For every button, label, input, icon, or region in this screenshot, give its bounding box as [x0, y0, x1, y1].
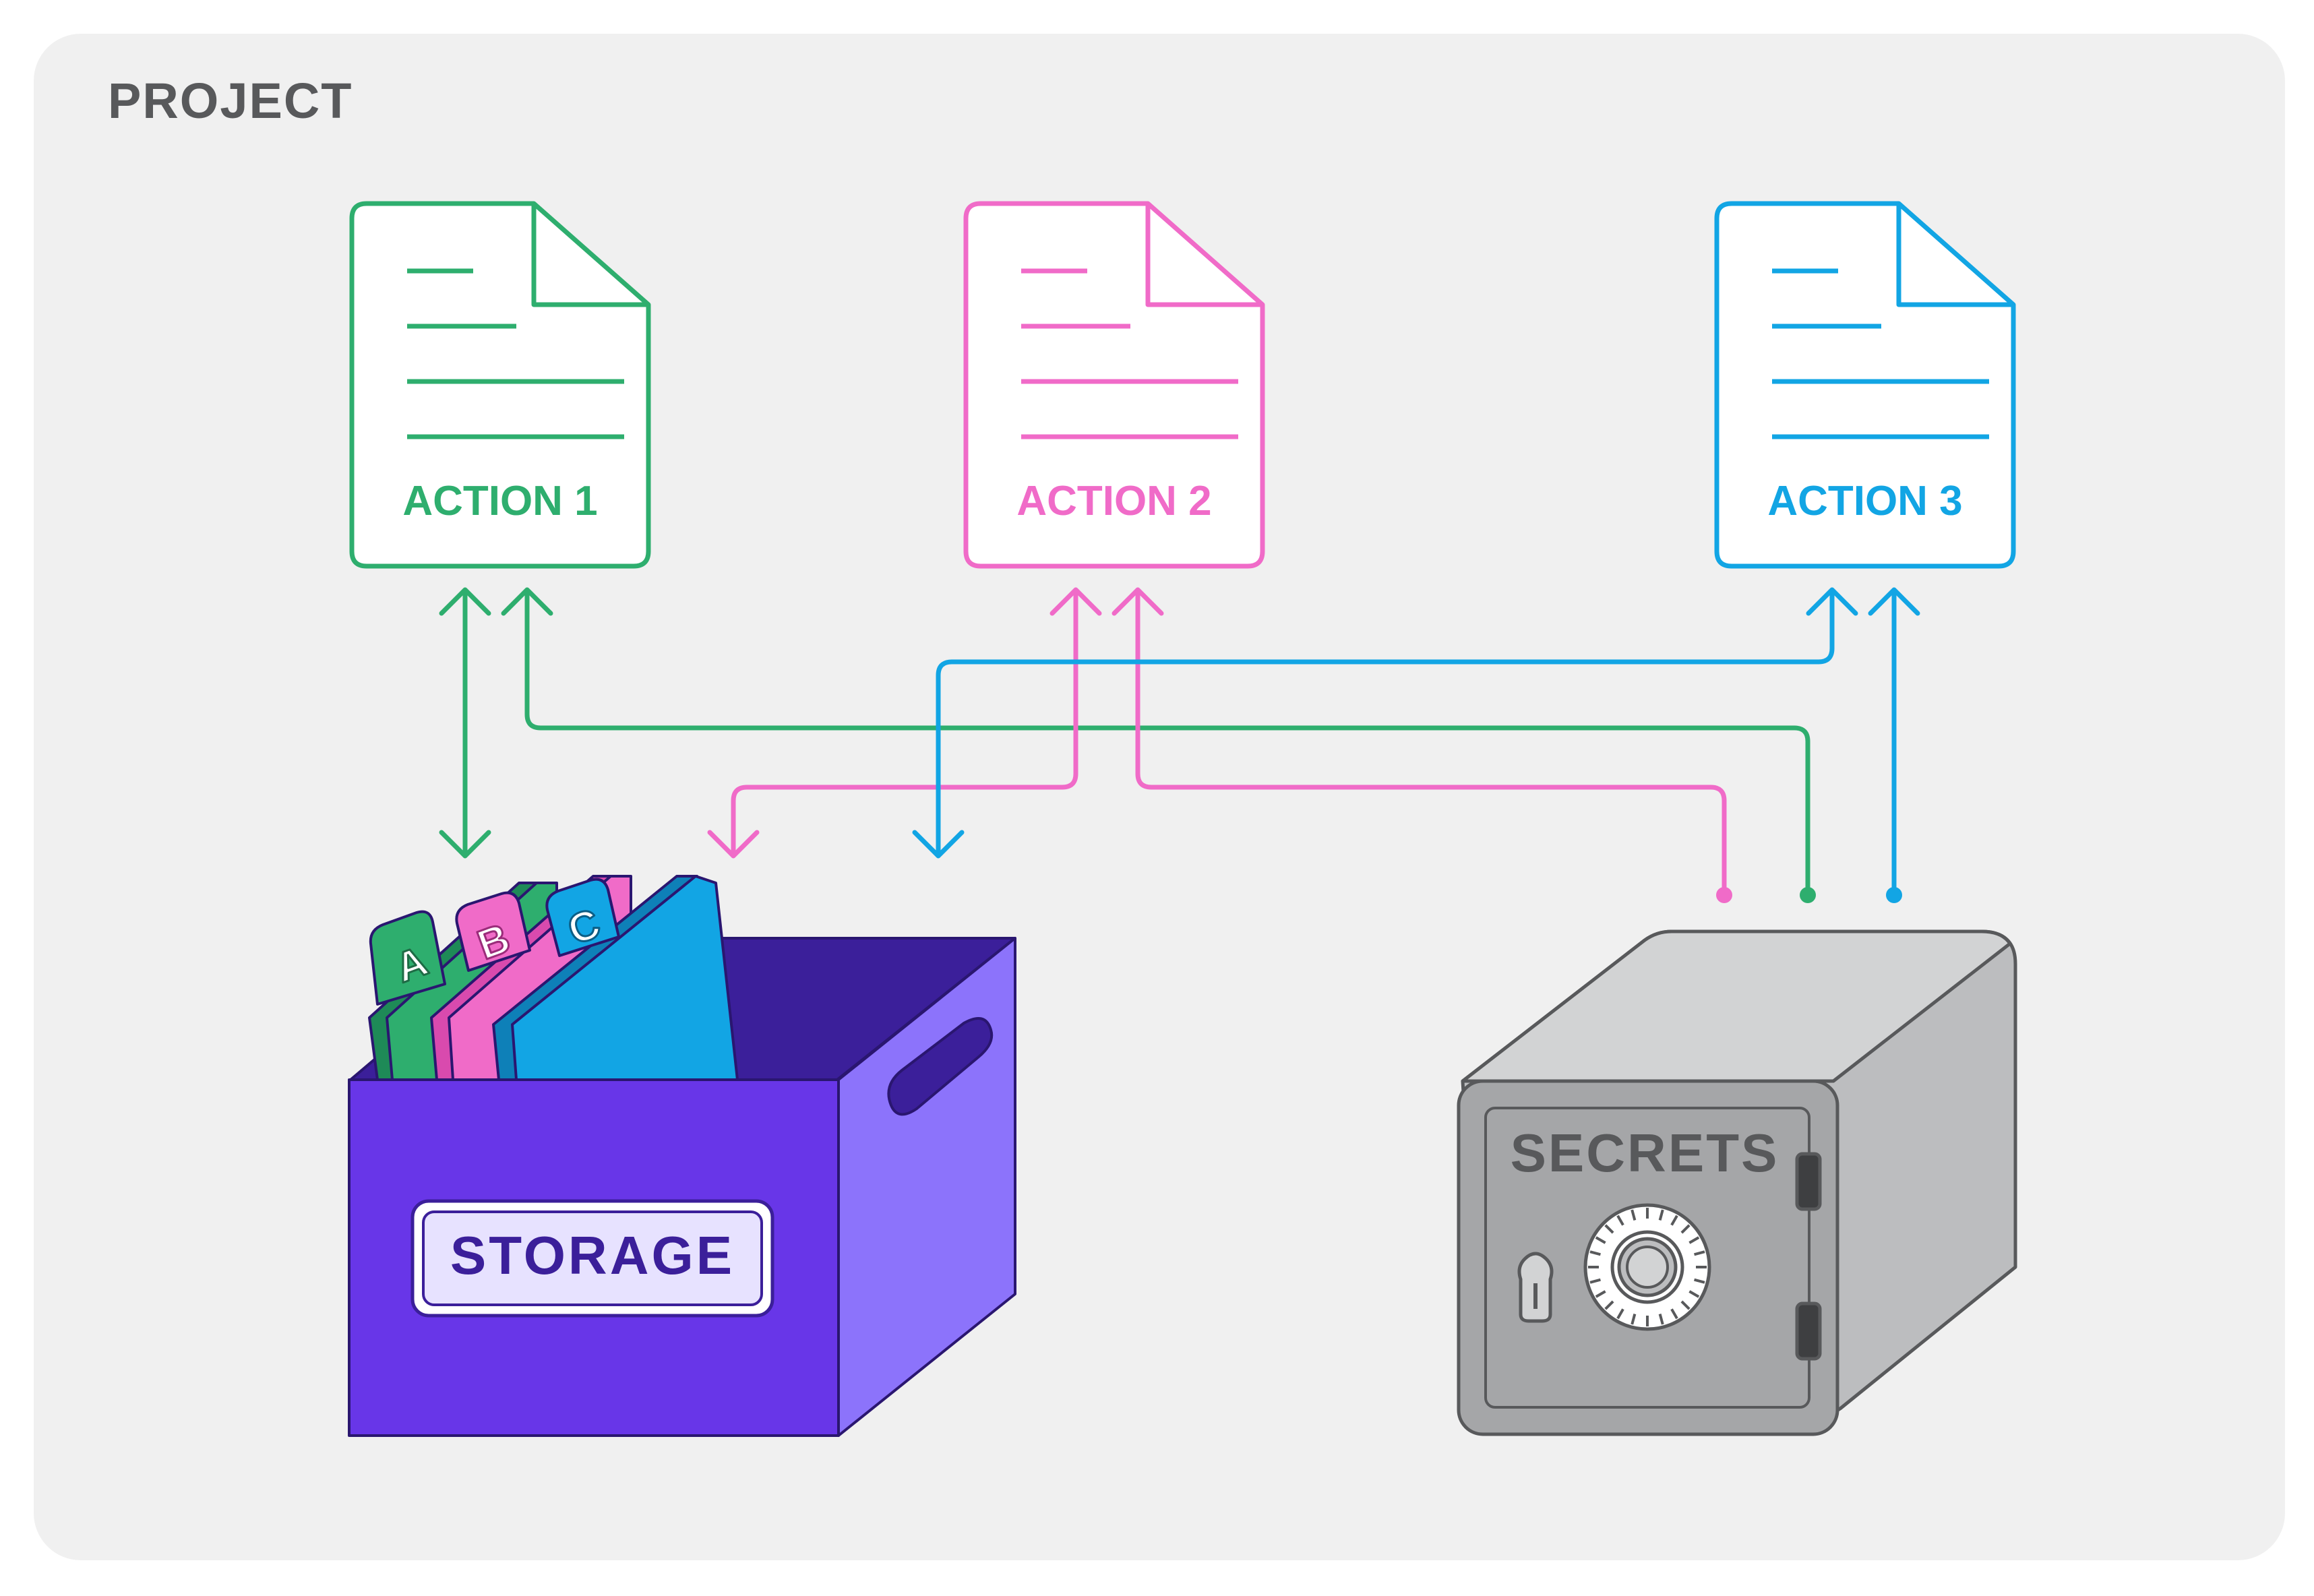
dial-tick: [1680, 1300, 1691, 1310]
action-label: ACTION 2: [1016, 478, 1211, 524]
dial-tick: [1688, 1236, 1700, 1244]
tab-c: C: [545, 878, 620, 957]
dial-tick: [1616, 1308, 1624, 1320]
dial-tick: [1595, 1236, 1606, 1244]
tab-a: A: [369, 910, 446, 1006]
document-icon: [349, 201, 651, 569]
connector-action2-storage: [707, 587, 1102, 859]
storage-box-handle: [887, 1016, 994, 1116]
connector-action3-storage: [912, 587, 1858, 859]
storage-label-text: STORAGE: [450, 1225, 735, 1285]
document-fold: [531, 204, 648, 307]
connector-secrets-action3: [1868, 587, 1920, 903]
dial-tick: [1670, 1308, 1678, 1320]
dial-tick: [1670, 1215, 1678, 1226]
action-document-1: ACTION 1: [349, 201, 651, 569]
dial-tick: [1604, 1300, 1614, 1310]
keyhole-icon: [1517, 1252, 1554, 1323]
secrets-safe: SECRETS: [1457, 929, 2017, 1436]
action-document-2: ACTION 2: [963, 201, 1265, 569]
storage-box: A B C STORAGE: [348, 875, 1016, 1437]
safe-label: SECRETS: [1511, 1123, 1779, 1183]
dial-tick: [1680, 1224, 1691, 1234]
dial-icon: [1583, 1203, 1711, 1331]
connector-action1-storage: [439, 587, 491, 859]
dial-tick: [1694, 1278, 1705, 1284]
dial-tick: [1631, 1209, 1637, 1221]
dial-tick: [1688, 1290, 1700, 1298]
action-label: ACTION 1: [402, 478, 597, 524]
action-label: ACTION 3: [1767, 478, 1962, 524]
dial-tick: [1631, 1314, 1637, 1325]
dial-tick: [1658, 1209, 1664, 1221]
dial-tick: [1604, 1224, 1614, 1234]
document-fold: [1145, 204, 1262, 307]
tab-b: B: [455, 891, 531, 972]
document-icon: [1714, 201, 2016, 569]
dial-tick: [1694, 1250, 1705, 1256]
connector-secrets-action1: [501, 587, 1816, 903]
document-icon: [963, 201, 1265, 569]
storage-folders: A B C: [368, 875, 739, 1081]
document-fold: [1896, 204, 2013, 307]
action-document-3: ACTION 3: [1714, 201, 2016, 569]
connector-secrets-action2: [1112, 587, 1732, 903]
project-title: PROJECT: [108, 73, 353, 129]
dial-tick: [1616, 1215, 1624, 1226]
dial-tick: [1589, 1250, 1601, 1256]
dial-tick: [1595, 1290, 1606, 1298]
dial-tick: [1658, 1314, 1664, 1325]
dial-tick: [1589, 1278, 1601, 1284]
